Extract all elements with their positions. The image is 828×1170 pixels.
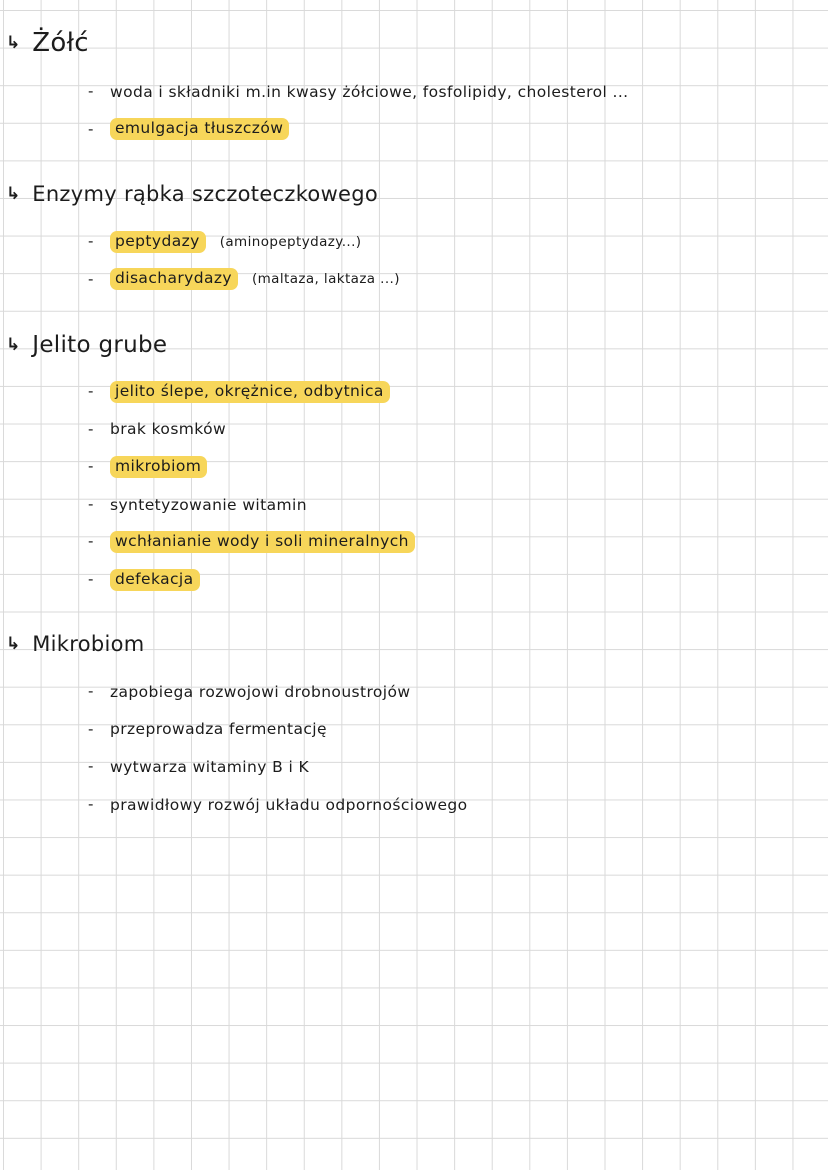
dash-icon: - [88, 494, 94, 513]
section-heading: ↳ Enzymy rąbka szczoteczkowego [6, 182, 378, 206]
section-heading: ↳ Jelito grube [6, 332, 167, 358]
dash-icon: - [88, 719, 94, 738]
list-item: - zapobiega rozwojowi drobnoustrojów [88, 673, 474, 711]
heading-text: Mikrobiom [32, 632, 145, 656]
item-text: syntetyzowanie witamin [110, 495, 307, 514]
arrow-right-icon: ↳ [6, 634, 20, 654]
list-item: - wchłanianie wody i soli mineralnych [88, 523, 415, 561]
list-item: - prawidłowy rozwój układu odpornościowe… [88, 786, 474, 824]
dash-icon: - [88, 757, 94, 776]
item-text: (aminopeptydazy...) [219, 233, 362, 250]
highlighted-text: peptydazy [110, 230, 206, 253]
dash-icon: - [88, 682, 94, 700]
dash-icon: - [88, 82, 94, 100]
list-item: - przeprowadza fermentację [88, 711, 474, 749]
highlighted-text: mikrobiom [110, 455, 208, 478]
item-text: (maltaza, laktaza ...) [251, 271, 400, 288]
highlighted-text: wchłanianie wody i soli mineralnych [110, 531, 415, 554]
item-list: - peptydazy (aminopeptydazy...) - disach… [88, 223, 406, 299]
list-item: - emulgacja tłuszczów [88, 111, 634, 149]
dash-icon: - [88, 269, 94, 288]
item-text: zapobiega rozwojowi drobnoustrojów [110, 682, 411, 701]
list-item: - woda i składniki m.in kwasy żółciowe, … [88, 73, 634, 111]
arrow-right-icon: ↳ [6, 33, 20, 53]
dash-icon: - [88, 569, 94, 588]
dash-icon: - [88, 532, 94, 551]
highlighted-text: emulgacja tłuszczów [110, 118, 290, 141]
arrow-right-icon: ↳ [6, 335, 20, 355]
heading-text: Żółć [32, 28, 89, 58]
list-item: - jelito ślepe, okrężnice, odbytnica [88, 373, 415, 411]
list-item: - syntetyzowanie witamin [88, 486, 415, 524]
item-text: wytwarza witaminy B i K [110, 757, 310, 776]
dash-icon: - [88, 794, 94, 813]
section-heading: ↳ Żółć [6, 28, 89, 58]
arrow-right-icon: ↳ [6, 184, 20, 204]
list-item: - disacharydazy (maltaza, laktaza ...) [88, 261, 406, 299]
heading-text: Jelito grube [32, 332, 168, 358]
dash-icon: - [88, 419, 94, 438]
dash-icon: - [88, 382, 94, 400]
dash-icon: - [88, 119, 94, 138]
item-text: prawidłowy rozwój układu odpornościowego [110, 795, 468, 814]
section-heading: ↳ Mikrobiom [6, 632, 145, 656]
dash-icon: - [88, 232, 94, 250]
item-list: - zapobiega rozwojowi drobnoustrojów - p… [88, 673, 474, 824]
highlighted-text: jelito ślepe, okrężnice, odbytnica [110, 380, 390, 403]
item-list: - woda i składniki m.in kwasy żółciowe, … [88, 73, 634, 149]
item-list: - jelito ślepe, okrężnice, odbytnica - b… [88, 373, 415, 599]
list-item: - peptydazy (aminopeptydazy...) [88, 223, 406, 261]
heading-text: Enzymy rąbka szczoteczkowego [32, 182, 379, 206]
item-text: przeprowadza fermentację [110, 720, 327, 739]
highlighted-text: defekacja [110, 568, 200, 591]
list-item: - wytwarza witaminy B i K [88, 748, 474, 786]
list-item: - mikrobiom [88, 448, 415, 486]
list-item: - brak kosmków [88, 411, 415, 449]
item-text: brak kosmków [110, 420, 227, 439]
list-item: - defekacja [88, 561, 415, 599]
dash-icon: - [88, 457, 94, 476]
highlighted-text: disacharydazy [110, 268, 238, 291]
item-text: woda i składniki m.in kwasy żółciowe, fo… [110, 82, 629, 101]
